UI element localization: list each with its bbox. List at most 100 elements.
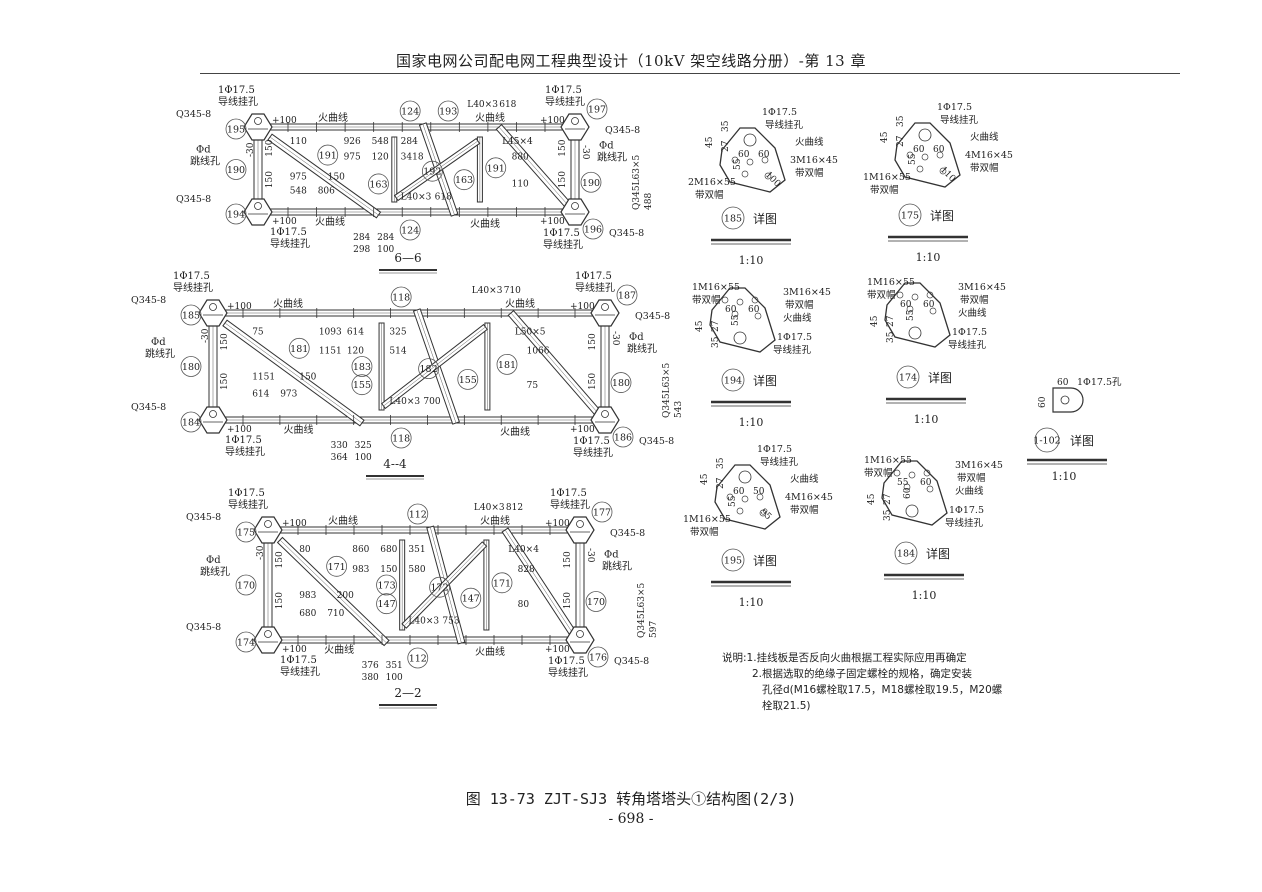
dimension-label: 200 <box>337 591 354 601</box>
dimension-label: -30 <box>580 145 590 160</box>
part-number: 155 <box>353 380 371 391</box>
dimension-label: 488 <box>644 193 654 210</box>
dimension-label: 45 <box>700 473 710 485</box>
part-number-circle <box>390 286 412 308</box>
note-1: 1.挂线板是否反向火曲根据工程实际应用再确定 <box>746 652 967 664</box>
hole-spec-label: 1Φ17.5 <box>270 227 307 238</box>
dimension-label: 680 <box>380 545 397 555</box>
detail-number: 175 <box>901 211 919 222</box>
member-centerline <box>504 529 573 633</box>
bolt-spec-label: 1M16×55 <box>864 455 912 466</box>
part-number: 190 <box>227 165 245 176</box>
dimension-label: 60 <box>900 300 912 310</box>
hanging-hole <box>576 520 584 528</box>
offset-label: +100 <box>540 217 565 227</box>
part-number: 173 <box>377 581 395 592</box>
bend-line-label: 火曲线 <box>958 307 987 319</box>
bolt-hole <box>721 296 729 304</box>
bolt-spec-label: 带双帽 <box>960 294 989 306</box>
scale-label: 1:10 <box>1052 470 1077 483</box>
dimension-label: 1151 <box>319 347 342 357</box>
dimension-label: 45 <box>695 320 705 332</box>
bolt-hole <box>921 153 929 161</box>
dimension-label: 150 <box>265 171 275 188</box>
figure-caption: 图 13-73 ZJT-SJ3 转角塔塔头①结构图(2/3) <box>465 790 797 808</box>
hole-spec-label: 1Φ17.5 <box>550 488 587 499</box>
dimension-label: 35 <box>711 336 721 348</box>
corner-plate <box>590 299 620 327</box>
bolt-hole <box>906 151 914 159</box>
offset-label: +100 <box>227 425 252 435</box>
bolt-hole <box>736 507 744 515</box>
bolt-hole <box>896 291 904 299</box>
dimension-label: L40×3 <box>401 192 432 202</box>
plate-spec-label: Q345-8 <box>131 295 166 306</box>
hole-label: 导线挂孔 <box>550 498 590 511</box>
dimension-label: 298 <box>353 245 370 255</box>
part-number-circle <box>896 365 920 389</box>
part-number: 185 <box>182 311 200 322</box>
hole-spec-label: 1Φ17.5 <box>777 332 812 343</box>
detail-plate <box>1052 387 1084 413</box>
corner-plate <box>253 626 283 654</box>
part-number: 171 <box>328 562 346 573</box>
bolt-hole <box>751 296 759 304</box>
hanging-hole <box>571 117 579 125</box>
dimension-label: 1151 <box>252 372 275 382</box>
dimension-label: 150 <box>265 139 275 156</box>
plate-spec-label: Q345-8 <box>635 311 670 322</box>
bolt-spec-label: 带双帽 <box>692 294 721 306</box>
part-number-circle <box>180 411 202 433</box>
bolt-hole <box>929 307 937 315</box>
jumper-hole-spec: Φd <box>629 332 644 343</box>
member-centerline <box>498 126 568 205</box>
bend-line-label: 火曲线 <box>324 643 354 656</box>
jumper-hole-spec: Φd <box>196 145 211 156</box>
dimension-label: 35 <box>896 115 906 127</box>
hole-spec-label: 1Φ17.5 <box>548 656 585 667</box>
plate-spec-label: Q345-8 <box>176 194 211 205</box>
part-number: 186 <box>614 433 632 444</box>
bolt-spec-label: 带双帽 <box>957 472 986 484</box>
hole-label: 导线挂孔 <box>280 665 320 678</box>
plate-spec-label: Q345-8 <box>614 656 649 667</box>
bolt-spec-label: 带双帽 <box>870 184 899 196</box>
bolt-spec-label: 1M16×55 <box>867 277 915 288</box>
part-number-circle <box>399 219 421 241</box>
dimension-label: 880 <box>512 152 529 162</box>
bend-line-label: 火曲线 <box>470 217 500 230</box>
part-number-circle <box>491 572 513 594</box>
part-number: 155 <box>459 375 477 386</box>
plate-spec-label: Q345-8 <box>176 109 211 120</box>
dimension-label: 514 <box>389 347 406 357</box>
part-number: 192 <box>423 167 441 178</box>
bolt-spec-label: 3M16×45 <box>958 282 1006 293</box>
hole-label: 导线挂孔 <box>945 517 984 529</box>
part-number: 171 <box>493 578 511 589</box>
part-number-circle <box>317 144 339 166</box>
dimension-label: 55 <box>908 153 918 165</box>
bolt-spec-label: 3M16×45 <box>783 287 831 298</box>
member-centerline <box>404 543 485 627</box>
jumper-hole-spec: Φd <box>604 550 619 561</box>
dimension-label: 351 <box>386 661 403 671</box>
dimension-label: 975 <box>290 173 307 183</box>
hanging-hole <box>264 520 272 528</box>
detail-number: 195 <box>724 556 742 567</box>
hole-label: 导线挂孔 <box>225 445 265 458</box>
hole-spec-label: 1Φ17.5 <box>173 271 210 282</box>
bolt-spec-label: 2M16×55 <box>688 177 736 188</box>
dimension-label: 150 <box>220 333 230 350</box>
section-label: 4--4 <box>383 457 407 471</box>
part-number-circle <box>421 160 443 182</box>
part-number-circle <box>225 118 247 140</box>
part-number-circle <box>429 576 451 598</box>
dimension-label: 700 <box>423 397 440 407</box>
section-label: 2—2 <box>394 686 421 700</box>
dimension-label: L40×3 <box>408 617 439 627</box>
dimension-label: 150 <box>558 139 568 156</box>
bolt-hole <box>731 310 739 318</box>
bend-line-label: 火曲线 <box>783 312 812 324</box>
offset-label: +100 <box>540 116 565 126</box>
